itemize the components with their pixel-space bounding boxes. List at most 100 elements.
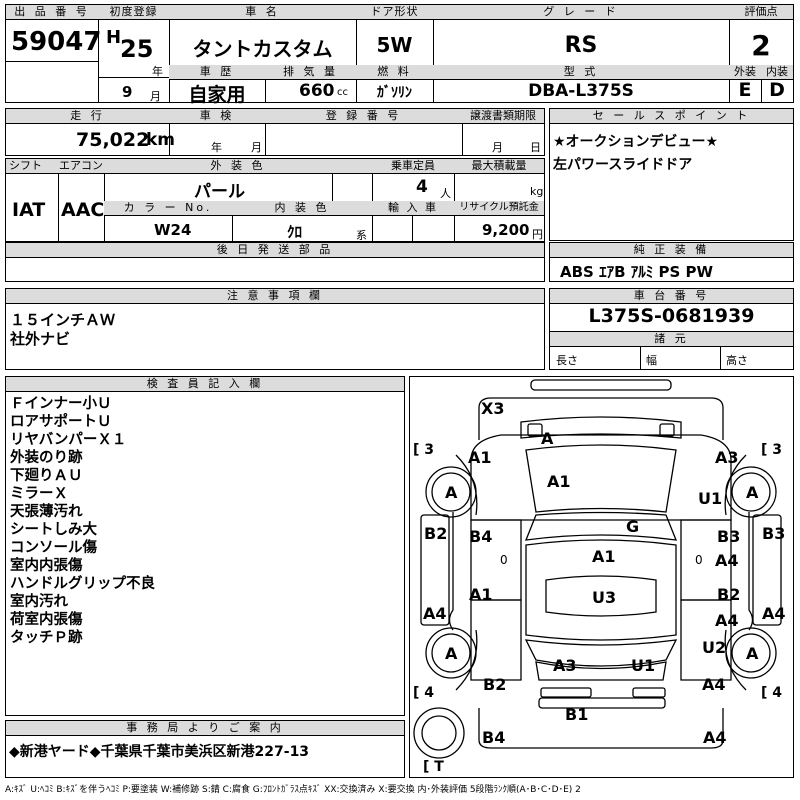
reg-year: 25 — [120, 35, 154, 63]
inspector-label: 検 査 員 記 入 欄 — [6, 377, 404, 392]
insp-month-unit: 月 — [251, 141, 262, 154]
displacement-unit: cc — [337, 87, 348, 98]
int-cell: 内装 D — [761, 65, 793, 102]
fuel-label: 燃 料 — [356, 65, 433, 80]
dims-label: 諸 元 — [550, 332, 793, 347]
tire-depth-rr: [ 4 — [761, 685, 782, 701]
inspector-notes: Ｆインナー小Ｕ ロアサポートＵ リヤバンパーＸ１ 外装のり跡 下廻りＡＵ ミラー… — [10, 395, 155, 647]
ext-cell: 外装 E — [729, 65, 762, 102]
fuel: ｶﾞｿﾘﾝ — [377, 85, 412, 101]
grade-cell: グ レ ー ド RS — [433, 5, 730, 65]
note-line: 荷室内張傷 — [10, 612, 83, 628]
note-line: ミラーＸ — [10, 486, 68, 502]
mark-a4-right-1: A4 — [715, 551, 739, 570]
car-name: タントカスタム — [192, 37, 333, 61]
mark-u1-rear: U1 — [631, 656, 655, 675]
model: DBA-L375S — [528, 81, 634, 101]
displacement-cell: 排 気 量 660 cc — [265, 65, 357, 102]
recycle-cell: リサイクル預託金 9,200 円 — [454, 201, 544, 241]
shift-label: シフト — [6, 159, 58, 174]
model-cell: 型 式 DBA-L375S — [433, 65, 730, 102]
capacity-cell: 乗車定員 4 人 — [372, 159, 455, 201]
office-text: ◆新港ヤード◆千葉県千葉市美浜区新港227-13 — [9, 744, 310, 760]
capacity-label: 乗車定員 — [372, 159, 454, 174]
month-unit: 月 — [150, 90, 161, 103]
note-line: シートしみ大 — [10, 522, 97, 538]
selling-points: セ ー ル ス ポ イ ン ト ★オークションデビュー★ 左パワースライドドア — [549, 108, 794, 241]
mark-b3-right-door: B3 — [717, 527, 740, 546]
mark-tire-rl: A — [445, 644, 458, 663]
car-diagram: X3 A A1 A3 A A A1 U1 G B2 B3 B4 B3 0 0 A… — [413, 379, 786, 775]
score-label: 評価点 — [729, 5, 793, 20]
mark-a4-left: A4 — [423, 604, 447, 623]
mark-b2-rear: B2 — [483, 675, 506, 694]
history-label: 車 歴 — [169, 65, 265, 80]
mileage: 75,022 — [76, 129, 150, 151]
insp-year-unit: 年 — [211, 141, 222, 154]
equipment: 純 正 装 備 ABS ｴｱB ｱﾙﾐ PS PW — [549, 242, 794, 282]
ext-color: パール — [194, 182, 245, 202]
load-unit: kg — [530, 185, 544, 198]
import-label: 輸 入 車 — [372, 201, 454, 216]
mark-b2-left: B2 — [424, 524, 447, 543]
plate-cell: 登 録 番 号 — [265, 109, 463, 155]
mark-roof-u3: U3 — [592, 588, 616, 607]
ac: AAC — [61, 199, 105, 221]
later-parts-label: 後 日 発 送 部 品 — [6, 243, 544, 258]
chassis-number: L375S-0681939 — [588, 305, 755, 327]
selling-point-1: ★オークションデビュー★ — [553, 134, 719, 150]
doc-month-unit: 月 — [492, 141, 503, 154]
mark-b1-bumper: B1 — [565, 705, 588, 724]
ac-cell: エアコン AAC — [58, 159, 105, 241]
color-no: W24 — [154, 221, 192, 239]
car-name-label: 車 名 — [169, 5, 356, 20]
spec-table: シフト IAT エアコン AAC 外 装 色 パール 乗車定員 4 人 最大積載… — [5, 158, 545, 242]
ext-grade: E — [738, 79, 752, 101]
history: 自家用 — [188, 84, 246, 106]
header-table: 出 品 番 号 59047 初度登録 H 25 年 9 月 車 名 タントカスタ… — [5, 4, 794, 106]
recycle-unit: 円 — [532, 228, 543, 241]
note-line: タッチＰ跡 — [10, 630, 83, 646]
note-line: 下廻りＡＵ — [10, 468, 83, 484]
first-reg-cell: 初度登録 H 25 年 9 月 — [98, 5, 170, 103]
import-cell: 輸 入 車 — [372, 201, 455, 241]
displacement-label: 排 気 量 — [265, 65, 356, 80]
caution-label: 注 意 事 項 欄 — [6, 289, 544, 304]
score: 2 — [751, 29, 771, 62]
office-box: 事 務 局 よ り ご 案 内 ◆新港ヤード◆千葉県千葉市美浜区新港227-13 — [5, 720, 405, 778]
legend: A:ｷｽﾞ U:ﾍｺﾐ B:ｷｽﾞを伴うﾍｺﾐ P:要塗装 W:補修跡 S:錆 … — [5, 785, 581, 795]
selling-points-label: セ ー ル ス ポ イ ン ト — [550, 109, 793, 124]
door-cell: ドア形状 5W — [356, 5, 434, 65]
mark-u1-right: U1 — [698, 489, 722, 508]
capacity-unit: 人 — [440, 187, 451, 200]
score-cell: 評価点 2 — [729, 5, 793, 65]
mark-b4-back-left: B4 — [482, 728, 505, 747]
int-color: ｸﾛ — [287, 223, 303, 241]
mark-a4-rear: A4 — [702, 675, 726, 694]
first-reg-label: 初度登録 — [98, 5, 169, 20]
capacity: 4 — [416, 177, 428, 197]
doc-deadline-cell: 譲渡書類期限 月 日 — [462, 109, 544, 155]
mark-x3: X3 — [481, 399, 504, 418]
model-label: 型 式 — [433, 65, 729, 80]
note-line: リヤバンパーＸ１ — [10, 432, 127, 448]
load-label: 最大積載量 — [454, 159, 544, 174]
mark-a1-left-rear: A1 — [469, 585, 493, 604]
reg-month: 9 — [122, 83, 133, 101]
history-cell: 車 歴 自家用 — [169, 65, 266, 106]
width-label: 幅 — [646, 354, 657, 367]
mark-a4-back-right: A4 — [703, 728, 727, 747]
note-line: 室内内張傷 — [10, 558, 83, 574]
note-line: 室内汚れ — [10, 594, 68, 610]
length-label: 長さ — [556, 354, 578, 367]
later-parts: 後 日 発 送 部 品 — [5, 242, 545, 282]
note-line: 外装のり跡 — [10, 450, 83, 466]
lot-label: 出 品 番 号 — [6, 5, 98, 20]
inspection-label: 車 検 — [169, 109, 265, 124]
mileage-label: 走 行 — [6, 109, 169, 124]
color-no-label: カ ラ ー No. — [104, 201, 232, 216]
door-type: 5W — [376, 33, 413, 57]
height-label: 高さ — [726, 354, 748, 367]
grade-label: グ レ ー ド — [433, 5, 729, 20]
mark-front-glass: A — [541, 429, 554, 448]
